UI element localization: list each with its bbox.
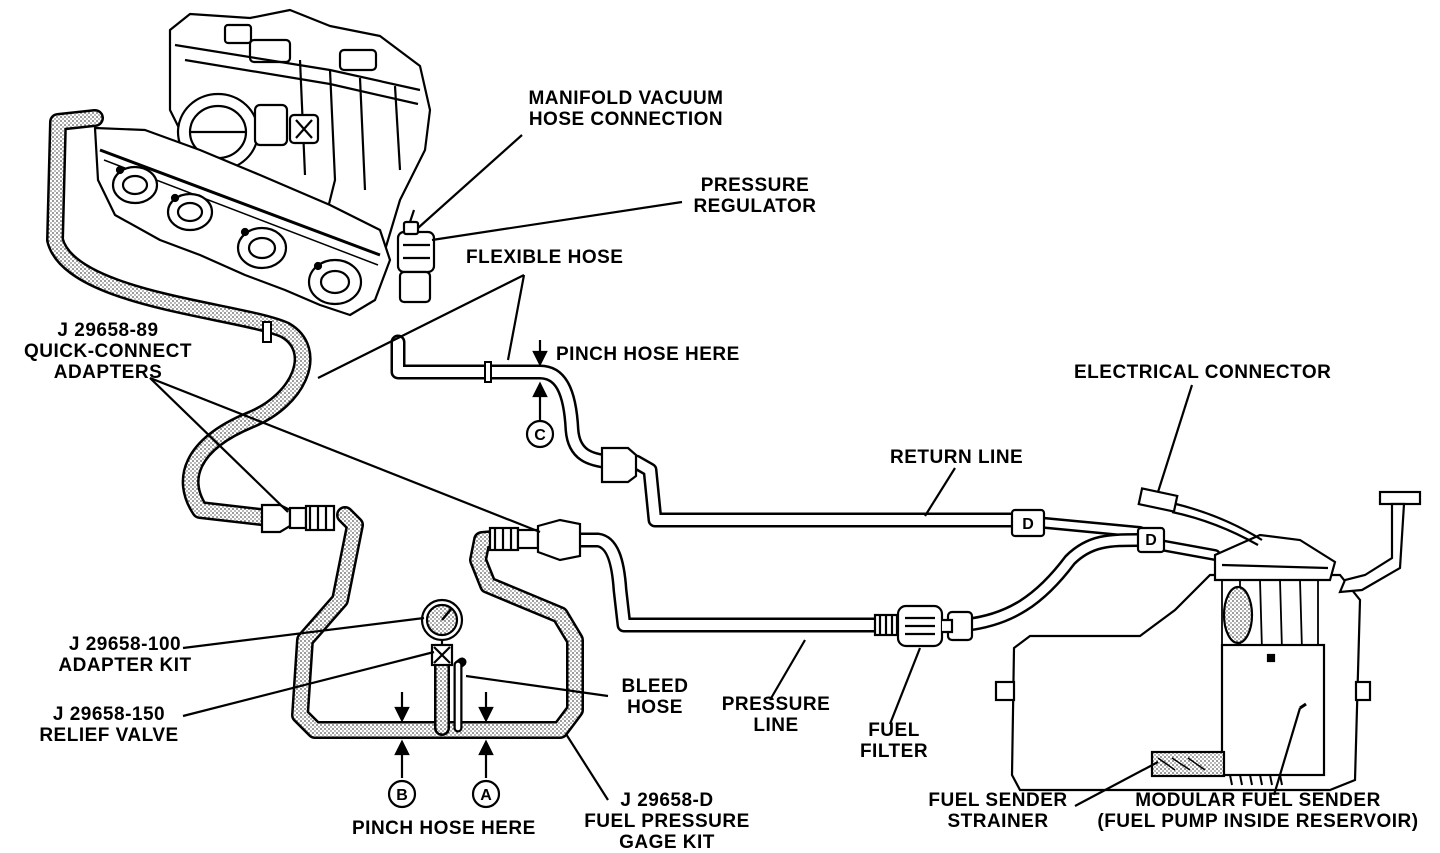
electrical-connector: [1137, 487, 1263, 546]
label-pressure-regulator-line2: REGULATOR: [693, 196, 817, 217]
fuel-filter: [873, 604, 954, 648]
label-modular-fuel-sender: MODULAR FUEL SENDER (FUEL PUMP INSIDE RE…: [1082, 790, 1434, 832]
label-quick-connect-line1: J 29658-89: [57, 320, 159, 341]
callout-circles: [387, 419, 555, 809]
callout-a: A: [480, 787, 492, 804]
fuel-sender-module: [1150, 533, 1337, 786]
label-fuel-filter: FUEL FILTER: [844, 720, 944, 762]
leader-quick-connect-2: [149, 376, 541, 534]
callout-c: C: [534, 427, 546, 444]
label-quick-connect-line2: QUICK-CONNECT: [24, 341, 192, 362]
label-electrical-connector: ELECTRICAL CONNECTOR: [1074, 362, 1332, 383]
leader-gage-kit: [565, 733, 609, 801]
leader-fuel-filter: [888, 647, 922, 725]
label-relief-valve: J 29658-150 RELIEF VALVE: [24, 704, 194, 746]
d-couplers: [946, 508, 1166, 642]
label-quick-connect: J 29658-89 QUICK-CONNECT ADAPTERS: [18, 320, 198, 383]
leader-pressure-line: [769, 639, 806, 701]
quick-connect-adapters: [260, 446, 638, 562]
label-return-line: RETURN LINE: [890, 447, 1024, 468]
hose-joints: [262, 321, 492, 383]
label-pinch-hose-top: PINCH HOSE HERE: [556, 344, 740, 365]
label-manifold-vacuum: MANIFOLD VACUUM HOSE CONNECTION: [506, 88, 746, 130]
callout-b: B: [396, 787, 408, 804]
label-modular-fuel-sender-line2: (FUEL PUMP INSIDE RESERVOIR): [1097, 811, 1419, 832]
leader-relief-valve: [182, 650, 435, 718]
callout-d2: D: [1145, 532, 1157, 549]
leader-quick-connect-1: [149, 377, 289, 513]
callout-circle-a: [471, 779, 501, 809]
label-manifold-vacuum-line1: MANIFOLD VACUUM: [528, 88, 724, 109]
label-adapter-kit-line2: ADAPTER KIT: [58, 655, 192, 676]
label-fuel-sender-strainer: FUEL SENDER STRAINER: [918, 790, 1078, 832]
label-pinch-hose-bottom: PINCH HOSE HERE: [352, 818, 536, 839]
leader-adapter-kit: [182, 616, 425, 650]
label-gage-kit-line3: GAGE KIT: [619, 832, 715, 853]
label-pressure-regulator: PRESSURE REGULATOR: [680, 175, 830, 217]
leader-manifold-vacuum: [417, 134, 523, 229]
callout-circle-b: [387, 779, 417, 809]
callout-d1: D: [1022, 516, 1034, 533]
pinch-arrows: [394, 340, 548, 778]
leader-modular-fuel-sender: [1272, 707, 1302, 796]
label-adapter-kit-line1: J 29658-100: [68, 634, 182, 655]
leader-lines: [149, 134, 1302, 807]
engine-intake-manifold: [93, 8, 432, 317]
leader-return-line: [924, 467, 956, 517]
leader-electrical-connector: [1156, 384, 1194, 493]
label-pressure-line-line2: LINE: [753, 715, 799, 736]
label-bleed-hose: BLEED HOSE: [610, 676, 700, 718]
label-flexible-hose: FLEXIBLE HOSE: [466, 247, 624, 268]
leader-fuel-sender-strainer: [1074, 761, 1159, 807]
label-fuel-sender-strainer-line2: STRAINER: [947, 811, 1049, 832]
label-relief-valve-line1: J 29658-150: [52, 704, 166, 725]
label-fuel-filter-line1: FUEL: [868, 720, 920, 741]
label-relief-valve-line2: RELIEF VALVE: [39, 725, 179, 746]
label-manifold-vacuum-line2: HOSE CONNECTION: [528, 109, 724, 130]
label-pressure-line: PRESSURE LINE: [716, 694, 836, 736]
label-gage-kit-line2: FUEL PRESSURE: [584, 811, 750, 832]
label-gage-kit-line1: J 29658-D: [620, 790, 714, 811]
leader-flexible-hose-2: [506, 274, 526, 361]
label-gage-kit: J 29658-D FUEL PRESSURE GAGE KIT: [572, 790, 762, 853]
pressure-regulator: [396, 209, 436, 304]
label-bleed-hose-line2: HOSE: [627, 697, 683, 718]
label-fuel-sender-strainer-line1: FUEL SENDER: [928, 790, 1068, 811]
label-fuel-filter-line2: FILTER: [859, 741, 929, 762]
leader-pressure-regulator: [431, 200, 683, 242]
label-bleed-hose-line1: BLEED: [621, 676, 689, 697]
fuel-pressure-gauge: [420, 598, 464, 667]
label-quick-connect-line3: ADAPTERS: [53, 362, 163, 383]
vent-pipe: [1338, 490, 1422, 594]
callout-circle-c: [525, 419, 555, 449]
label-pressure-regulator-line1: PRESSURE: [700, 175, 810, 196]
leader-flexible-hose-1: [317, 274, 525, 379]
leader-bleed-hose: [465, 674, 609, 698]
label-modular-fuel-sender-line1: MODULAR FUEL SENDER: [1135, 790, 1381, 811]
return-line: [390, 334, 1146, 538]
pressure-line: [567, 532, 1221, 633]
label-pressure-line-line1: PRESSURE: [721, 694, 831, 715]
label-adapter-kit: J 29658-100 ADAPTER KIT: [50, 634, 200, 676]
hoses: [46, 109, 584, 739]
